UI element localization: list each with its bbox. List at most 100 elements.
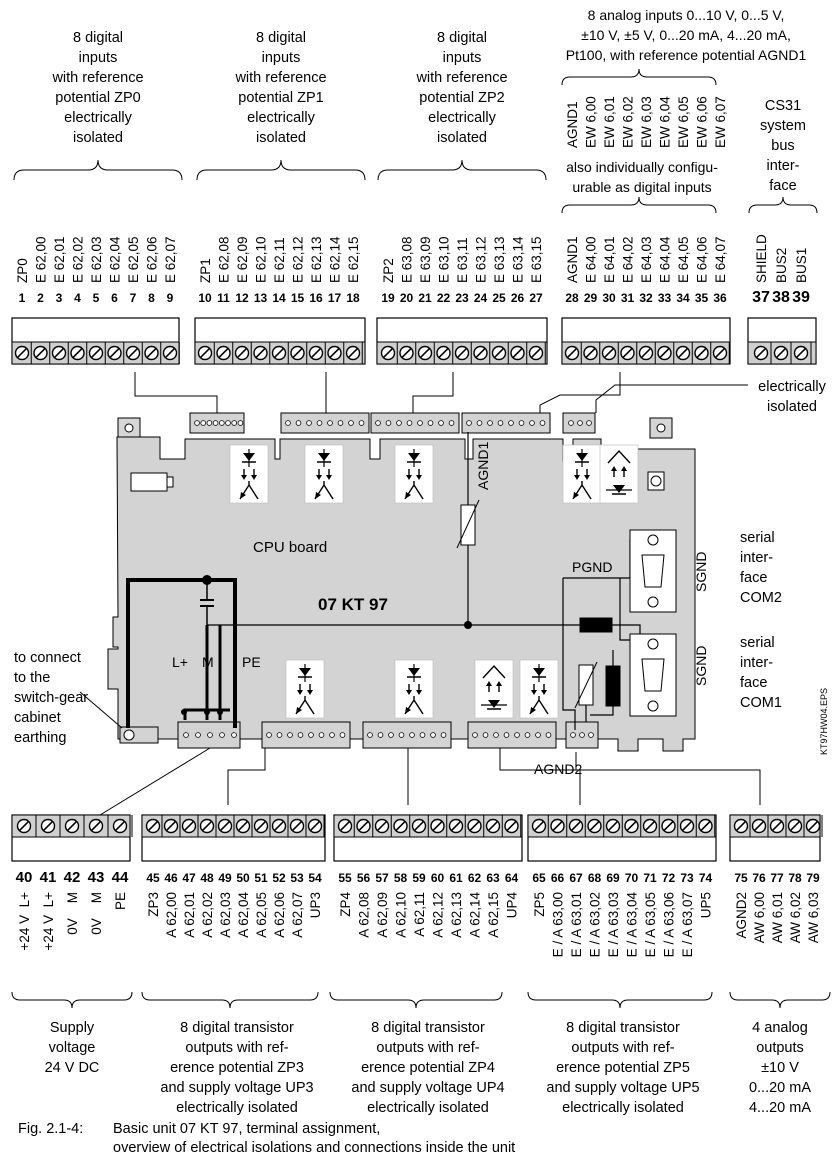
pgnd-label: PGND [572,559,612,575]
terminal-signal-label: UP4 [505,892,520,919]
terminal-signal-label: A 62,15 [486,892,501,938]
terminal-signal-label: E / A 63,01 [569,892,584,957]
pin-number: 62 [468,871,482,885]
brace-zp2 [377,159,547,181]
terminal-signal-label: ZP0 [15,258,30,283]
optocoupler-icon [519,659,559,719]
pin-number: 19 [381,291,395,305]
terminal-signal-label: E 64,02 [621,236,636,283]
pin-number: 74 [699,871,713,885]
analog-input-label: EW 6,00 [584,96,599,148]
pin-number: 64 [505,871,519,885]
pin-number: 31 [621,291,635,305]
terminal-signal-label: SHIELD [754,234,769,283]
junction-node [204,709,210,715]
terminal-signal-label: E 62,10 [254,236,269,283]
pin-number: 41 [40,869,57,886]
terminal-signal-label: AGND2 [734,892,749,939]
bottom-terminal-block-4 [527,814,717,862]
pin-number: 53 [290,871,304,885]
pin-number: 34 [676,291,690,305]
pin-number: 16 [309,291,323,305]
terminal-signal-label: E 62,11 [272,237,287,283]
terminal-signal-label: E 62,14 [328,236,343,283]
pin-number: 76 [752,871,766,885]
agnd1-label: AGND1 [475,442,491,490]
caption-line-1: Basic unit 07 KT 97, terminal assignment… [113,1121,381,1137]
terminal-signal-label: A 62,06 [272,892,287,938]
pin-number: 79 [806,871,820,885]
terminal-signal-label: A 62,00 [164,892,179,938]
pin-number: 28 [565,291,579,305]
terminal-signal-label: ZP2 [381,258,396,283]
bottom-terminal-block-3 [333,814,523,862]
pe-label: PE [242,654,261,670]
pin-number: 35 [695,291,709,305]
analog-input-label: EW 6,04 [658,96,673,148]
pin-number: 69 [606,871,620,885]
brace-analog-top [561,68,717,86]
pin-number: 47 [182,871,196,885]
pin-number: 7 [130,291,137,305]
terminal-signal-label: E / A 63,03 [606,892,621,957]
analog-input-label: EW 6,01 [602,96,617,148]
terminal-signal-label: A 62,02 [200,892,215,938]
terminal-signal-label: E 63,09 [418,236,433,283]
top-terminal-block-2 [194,317,366,365]
pin-number: 37 [752,289,770,306]
pin-number: 68 [588,871,602,885]
terminal-signal-label: +24 V L+ [41,892,56,951]
terminal-signal-label: E 62,02 [71,236,86,283]
pin-number: 22 [437,291,451,305]
pin-number: 56 [357,871,371,885]
junction-node [217,709,223,715]
pin-number: 70 [625,871,639,885]
pin-number: 54 [308,871,322,885]
terminal-signal-label: E 64,01 [602,236,617,283]
pin-number: 20 [400,291,414,305]
board-labels: CPU board 07 KT 97 AGND1 PGND SGND SGND … [14,442,829,777]
pin-number: 49 [218,871,232,885]
pin-number: 44 [112,869,129,886]
terminal-signal-label: A 62,05 [254,892,269,938]
analog-input-label: EW 6,03 [639,96,654,148]
terminal-signal-label: ZP1 [198,258,213,283]
pin-number: 48 [200,871,214,885]
terminal-signal-label: UP3 [308,892,323,918]
optocoupler-icon [474,659,514,719]
terminal-signal-label: E / A 63,04 [625,892,640,958]
terminal-signal-label: AW 6,00 [752,892,767,943]
pin-number: 60 [431,871,445,885]
pin-number: 27 [529,291,543,305]
pin-number: 51 [254,871,268,885]
pin-number: 3 [56,291,63,305]
cpu-board-label: CPU board [253,539,327,556]
bottom-terminal-blocks [11,814,823,862]
pin-number: 45 [146,871,160,885]
terminal-signal-label: E 63,15 [529,236,544,283]
caption-line-2: overview of electrical isolations and co… [113,1140,516,1156]
terminal-signal-label: E 62,03 [89,236,104,283]
terminal-signal-label: PE [113,892,128,910]
terminal-signal-label: AW 6,03 [806,892,821,943]
pin-number: 78 [788,871,802,885]
brace-analog-digital [561,196,717,214]
pin-number: 39 [792,289,810,306]
optocouplers [229,444,639,719]
top-terminal-block-5 [747,317,817,365]
model-label: 07 KT 97 [318,595,388,614]
bottom-braces [11,991,831,1009]
junction-node [202,575,212,585]
terminal-signal-label: E / A 63,00 [551,892,566,957]
sgnd-com2-label: SGND [693,552,709,592]
